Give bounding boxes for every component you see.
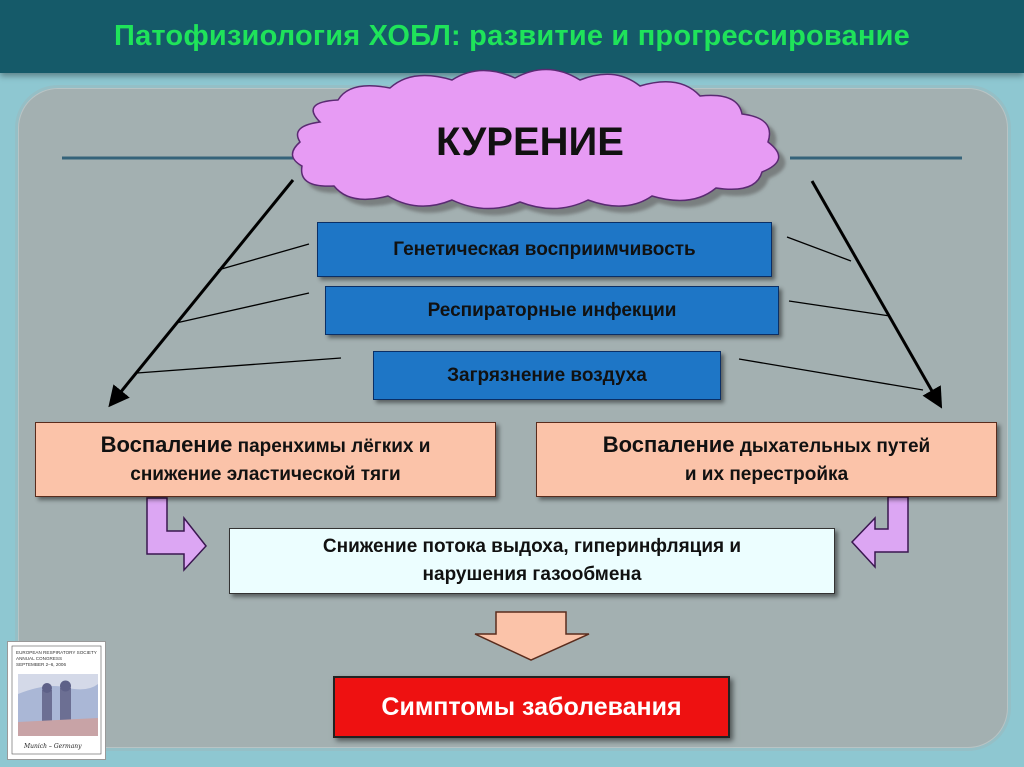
bent-arrow-right [852,497,908,567]
factor-genetic: Генетическая восприимчивость [317,222,772,277]
symptoms-label: Симптомы заболевания [381,693,681,722]
connector-line [787,237,851,261]
connector-line [739,359,923,390]
airway-rest: дыхательных путей [740,436,930,457]
factor-infections-label: Респираторные инфекции [428,300,677,322]
airflow-line2: нарушения газообмена [423,561,642,589]
airflow-line1: Снижение потока выдоха, гиперинфляция и [323,533,741,561]
down-arrow [475,612,589,660]
connector-line [137,358,341,373]
connector-line [789,301,890,316]
parenchyma-inflammation-box: Воспаление паренхимы лёгких и снижение э… [35,422,496,497]
parenchyma-line2: снижение эластической тяги [130,461,400,489]
bent-arrow-left [147,498,206,570]
airway-inflammation-box: Воспаление дыхательных путей и их перест… [536,422,997,497]
logo-line2: ANNUAL CONGRESS [16,656,62,661]
cloud-label: КУРЕНИЕ [380,120,680,165]
factor-infections: Респираторные инфекции [325,286,779,335]
parenchyma-rest: паренхимы лёгких и [238,436,431,457]
arrow-to-parenchyma [111,180,293,404]
logo-line1: EUROPEAN RESPIRATORY SOCIETY [16,650,97,655]
logo-signature: Munich – Germany [23,743,82,750]
factor-pollution: Загрязнение воздуха [373,351,721,400]
factor-genetic-label: Генетическая восприимчивость [393,239,695,261]
airflow-reduction-box: Снижение потока выдоха, гиперинфляция и … [229,528,835,594]
factor-pollution-label: Загрязнение воздуха [447,365,647,387]
symptoms-box: Симптомы заболевания [333,676,730,738]
airway-line2: и их перестройка [685,461,848,489]
logo-line3: SEPTEMBER 2–6, 2006 [16,662,66,667]
arrow-to-airways [812,181,940,405]
ers-congress-logo: EUROPEAN RESPIRATORY SOCIETY ANNUAL CONG… [7,641,106,760]
airway-bold: Воспаление [603,432,735,457]
parenchyma-bold: Воспаление [101,432,233,457]
